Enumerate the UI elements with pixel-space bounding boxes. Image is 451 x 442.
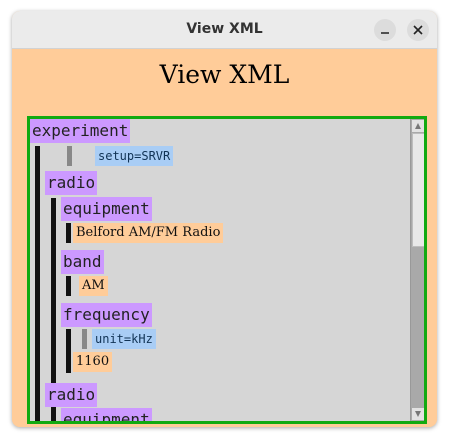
- arrow-down-icon: [415, 411, 421, 417]
- xml-attribute-setup[interactable]: setup=SRVR: [95, 146, 174, 166]
- xml-text-equipment[interactable]: Belford AM/FM Radio: [73, 223, 224, 243]
- xml-text-frequency[interactable]: 1160: [73, 352, 113, 372]
- close-icon: [413, 25, 423, 35]
- scroll-up-button[interactable]: [412, 120, 424, 132]
- close-button[interactable]: [407, 19, 429, 41]
- minimize-icon: [381, 32, 389, 34]
- scrollbar-thumb[interactable]: [412, 133, 424, 247]
- xml-element-radio[interactable]: radio: [45, 171, 98, 195]
- xml-tree[interactable]: experiment setup=SRVR radio equipment Be…: [30, 119, 409, 421]
- xml-tree-frame: experiment setup=SRVR radio equipment Be…: [27, 116, 427, 424]
- tree-connector: [51, 409, 56, 421]
- attribute-connector: [82, 329, 87, 349]
- xml-attribute-unit[interactable]: unit=kHz: [92, 329, 156, 349]
- tree-connector: [35, 146, 40, 421]
- scroll-down-button[interactable]: [412, 408, 424, 420]
- tree-connector: [66, 329, 71, 373]
- tree-connector: [66, 223, 71, 243]
- tree-connector: [51, 198, 56, 421]
- content-area: View XML experiment setup=SRVR radio equ…: [12, 49, 437, 427]
- xml-element-frequency[interactable]: frequency: [61, 303, 152, 327]
- page-title: View XML: [159, 60, 290, 89]
- xml-text-band[interactable]: AM: [79, 276, 108, 296]
- app-window: View XML View XML experiment setup=SRVR: [12, 11, 437, 427]
- xml-element-equipment[interactable]: equipment: [61, 408, 152, 421]
- xml-element-radio[interactable]: radio: [45, 383, 98, 407]
- xml-element-experiment[interactable]: experiment: [30, 119, 131, 143]
- tree-connector: [66, 276, 71, 296]
- vertical-scrollbar[interactable]: [410, 119, 424, 421]
- arrow-up-icon: [415, 123, 421, 129]
- title-bar: View XML: [12, 11, 437, 49]
- xml-element-equipment[interactable]: equipment: [61, 197, 152, 221]
- attribute-connector: [67, 146, 72, 166]
- minimize-button[interactable]: [374, 19, 396, 41]
- xml-element-band[interactable]: band: [61, 250, 104, 274]
- window-title: View XML: [186, 21, 263, 37]
